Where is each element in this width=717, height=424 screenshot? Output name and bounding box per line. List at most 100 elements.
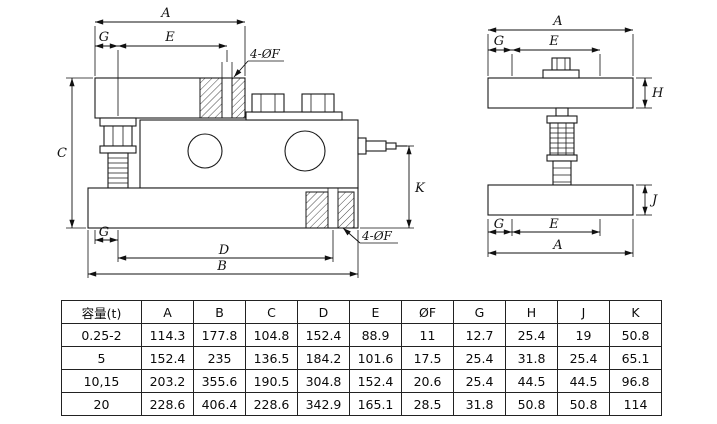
end-view: A G E H J [487,14,664,257]
capacity-cell: 5 [61,346,142,370]
dim-label-g-side-bottom: G [99,225,109,240]
body-hole-right [284,130,326,172]
dim-label-a-end-top: A [552,14,562,29]
load-cell-body [139,93,359,189]
value-cell: 25.4 [453,346,506,370]
top-bolt-head [551,57,571,71]
col-header-e: E [349,300,402,324]
table-row: 0.25-2 114.3 177.8 104.8 152.4 88.9 11 1… [61,323,662,347]
plate-section-hatch [231,77,246,119]
dim-label-h: H [651,86,664,101]
end-top-bolt [542,57,580,79]
value-cell: 44.5 [505,369,558,393]
value-cell: 152.4 [141,346,194,370]
end-top-plate [487,77,634,109]
col-header-f: ØF [401,300,454,324]
dim-label-b: B [216,259,227,274]
value-cell: 50.8 [557,392,610,416]
value-cell: 25.4 [505,323,558,347]
hole-callout-top: 4-ØF [249,47,281,61]
value-cell: 114 [609,392,662,416]
capacity-cell: 10,15 [61,369,142,393]
col-header-g: G [453,300,506,324]
value-cell: 12.7 [453,323,506,347]
dim-label-e-side-top: E [164,30,175,45]
value-cell: 136.5 [245,346,298,370]
value-cell: 355.6 [193,369,246,393]
value-cell: 25.4 [453,369,506,393]
lower-mounting-plate [87,187,359,229]
table-row: 20 228.6 406.4 228.6 342.9 165.1 28.5 31… [61,392,662,416]
value-cell: 50.8 [505,392,558,416]
value-cell: 235 [193,346,246,370]
value-cell: 25.4 [557,346,610,370]
dim-label-a-side-top: A [160,6,170,21]
side-view: A G E 4-ØF C [57,6,426,278]
stud-threads [550,127,574,154]
value-cell: 114.3 [141,323,194,347]
value-cell: 184.2 [297,346,350,370]
value-cell: 31.8 [505,346,558,370]
col-header-c: C [245,300,298,324]
capacity-cell: 20 [61,392,142,416]
value-cell: 101.6 [349,346,402,370]
value-cell: 17.5 [401,346,454,370]
value-cell: 152.4 [297,323,350,347]
value-cell: 203.2 [141,369,194,393]
table-row: 5 152.4 235 136.5 184.2 101.6 17.5 25.4 … [61,346,662,370]
value-cell: 11 [401,323,454,347]
bolt-washer [99,117,137,127]
value-cell: 28.5 [401,392,454,416]
dim-label-g-end-bottom: G [494,217,504,232]
value-cell: 177.8 [193,323,246,347]
center-stud [546,107,578,186]
value-cell: 304.8 [297,369,350,393]
capacity-cell: 0.25-2 [61,323,142,347]
col-header-j: J [557,300,610,324]
value-cell: 44.5 [557,369,610,393]
dim-label-g-end-top: G [494,34,504,49]
value-cell: 152.4 [349,369,402,393]
top-bolt-left [251,93,285,113]
end-bottom-plate [487,184,634,216]
dim-label-j: J [649,193,658,208]
value-cell: 20.6 [401,369,454,393]
value-cell: 165.1 [349,392,402,416]
dim-label-e-end-top: E [548,34,559,49]
col-header-k: K [609,300,662,324]
value-cell: 50.8 [609,323,662,347]
dim-label-e-end-bottom: E [548,217,559,232]
top-bolt-right [301,93,335,113]
dimension-table: 容量(t) A B C D E ØF G H J K 0.25-2 114.3 … [61,300,662,416]
side-view-dimensions: A G E 4-ØF C [57,6,426,278]
end-view-dimensions: A G E H J [487,14,664,257]
bolt-flange [99,145,137,154]
value-cell: 31.8 [453,392,506,416]
table-row: 10,15 203.2 355.6 190.5 304.8 152.4 20.6… [61,369,662,393]
col-header-d: D [297,300,350,324]
value-cell: 96.8 [609,369,662,393]
dim-label-g-side-top: G [99,30,109,45]
value-cell: 88.9 [349,323,402,347]
body-hole-left [187,133,223,169]
value-cell: 190.5 [245,369,298,393]
bolt-threads [108,157,128,184]
value-cell: 65.1 [609,346,662,370]
col-header-a: A [141,300,194,324]
stud-lower-shank [552,160,572,186]
top-washer-strip [245,111,343,121]
value-cell: 104.8 [245,323,298,347]
col-header-h: H [505,300,558,324]
bolt-hex-head [103,125,133,147]
technical-drawing: A G E 4-ØF C [57,6,664,278]
value-cell: 19 [557,323,610,347]
plate-section-hatch [305,191,329,229]
mounting-bolt [99,117,137,189]
value-cell: 406.4 [193,392,246,416]
table-header-row: 容量(t) A B C D E ØF G H J K [61,300,662,324]
top-bolt-washer [542,69,580,79]
dim-label-d: D [218,243,230,258]
plate-section-hatch [199,77,223,119]
dim-label-c: C [57,146,67,161]
